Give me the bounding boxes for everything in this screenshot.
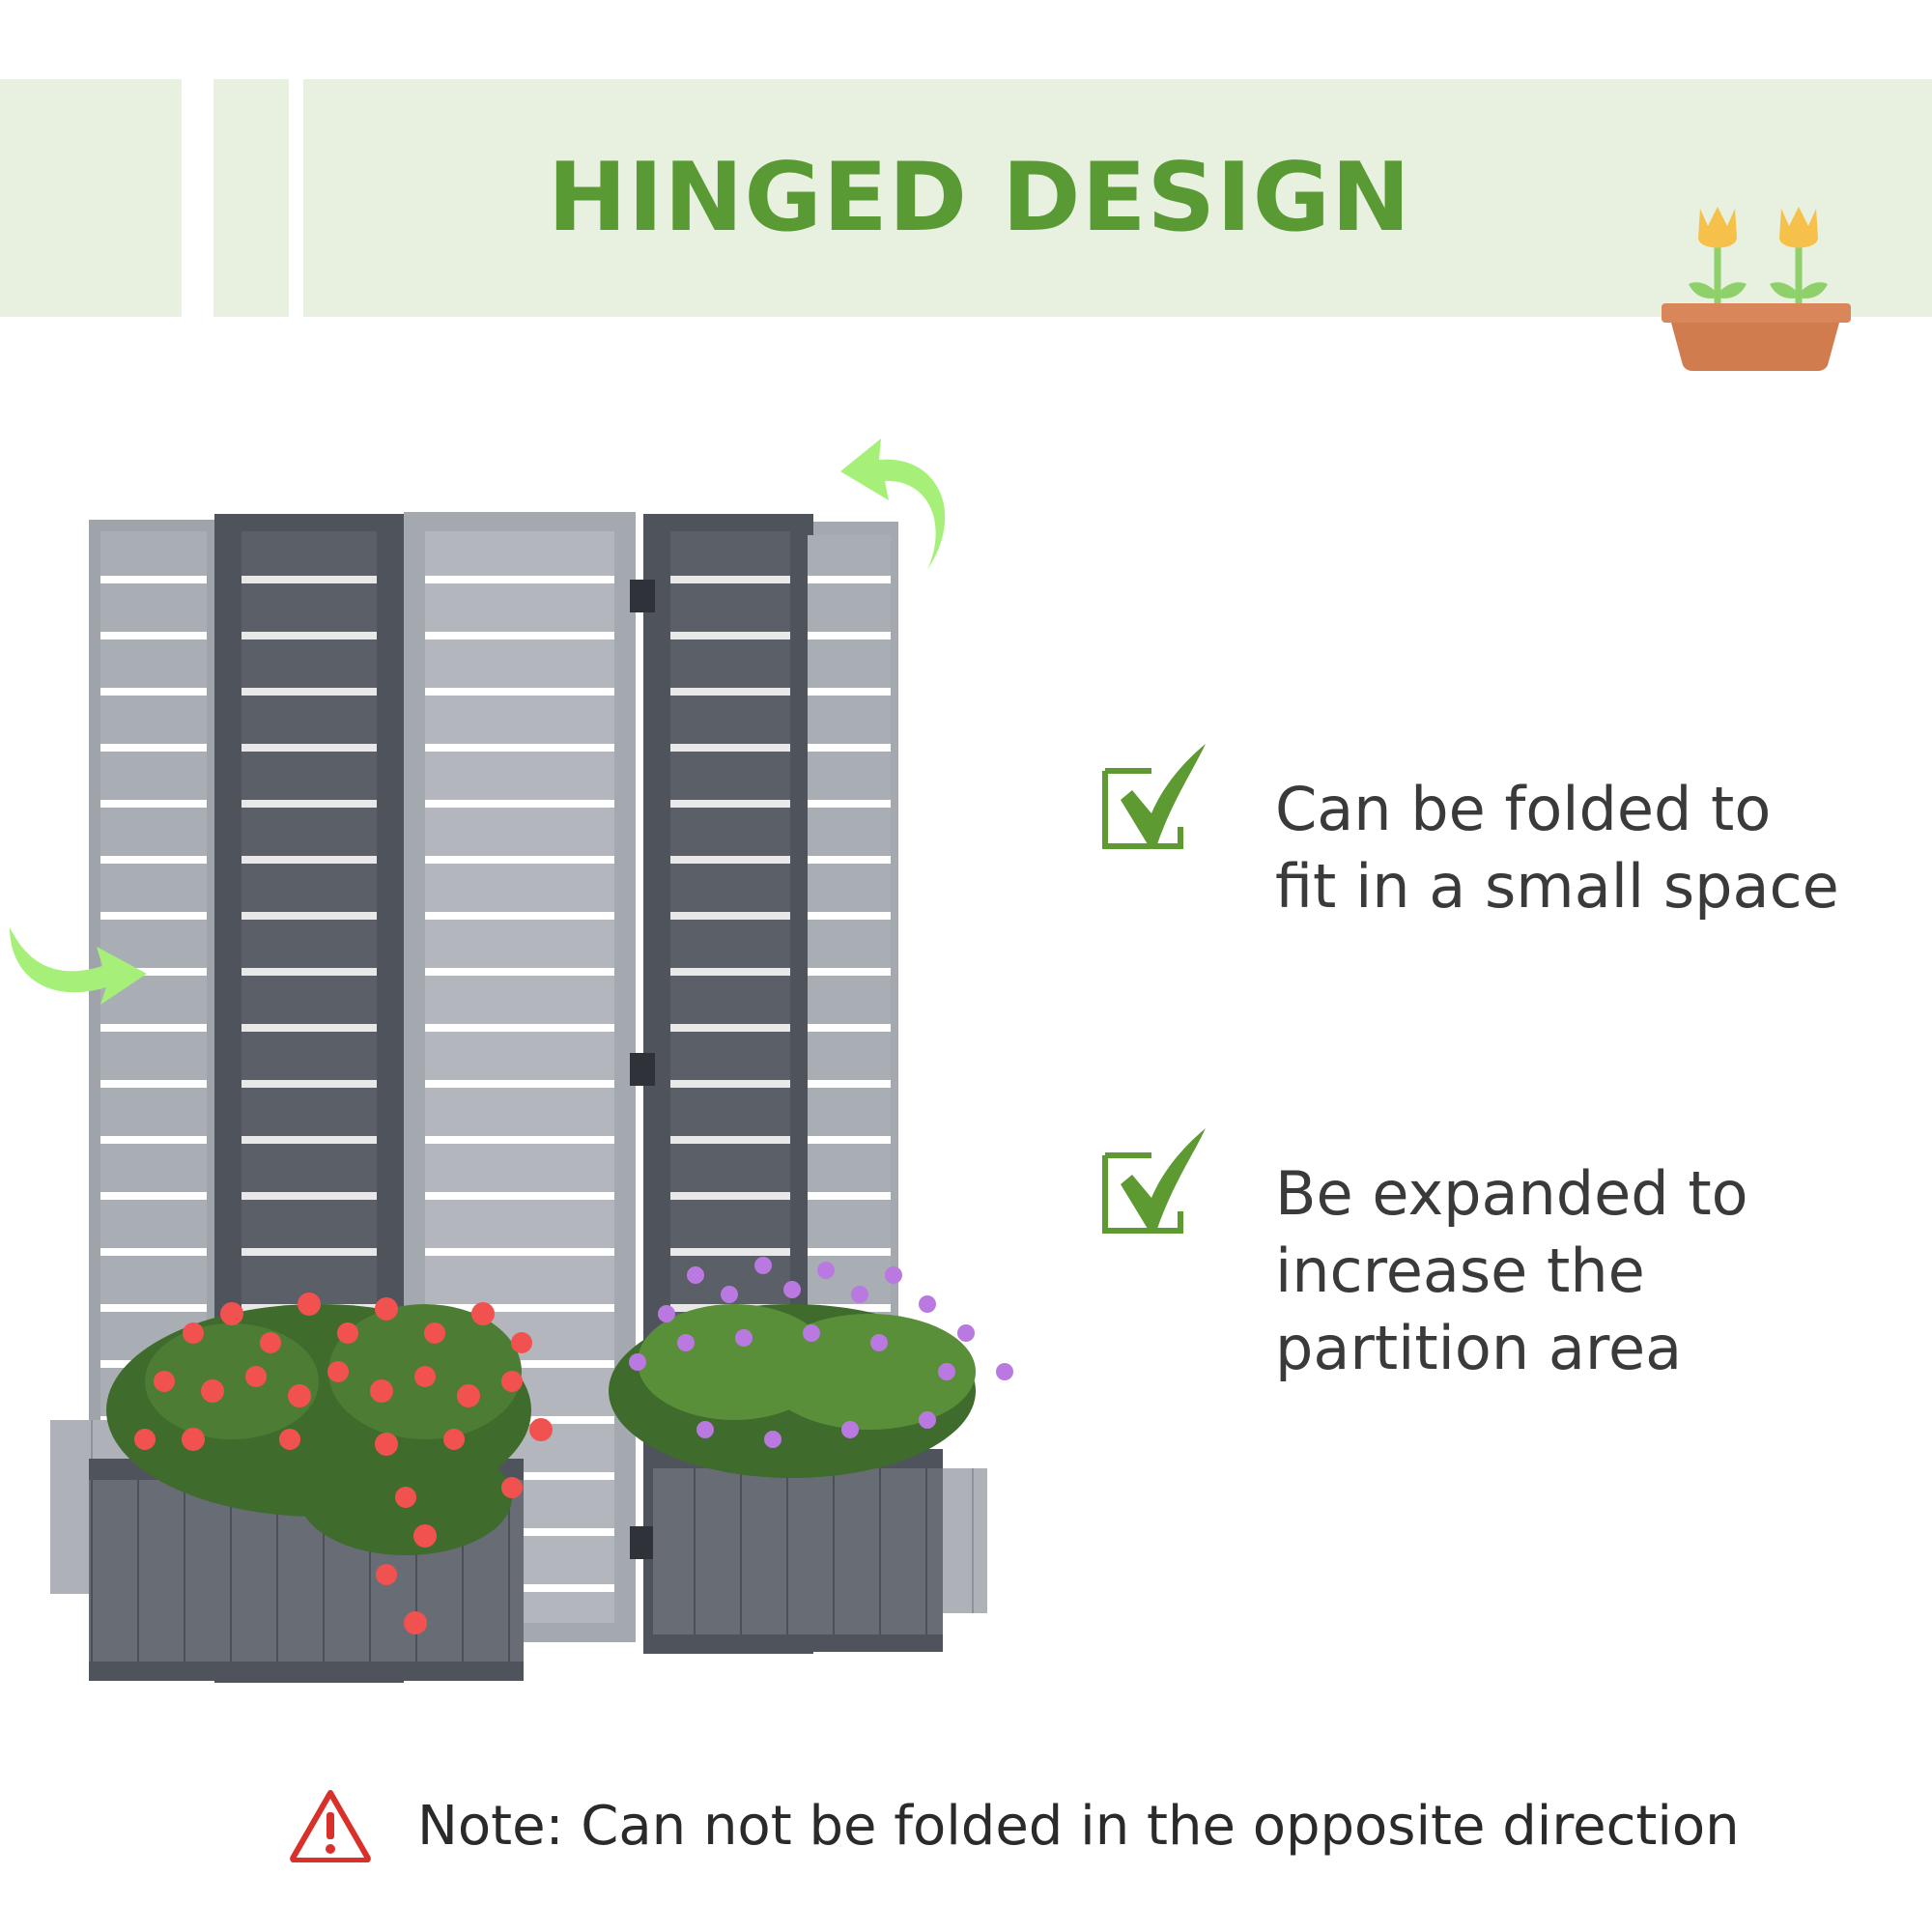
checkmark-icon [1102, 744, 1206, 849]
red-flowers [106, 1293, 553, 1634]
fold-direction-arrow-icon [10, 927, 147, 1005]
warning-icon [290, 1790, 371, 1862]
purple-flowers [609, 1257, 1013, 1478]
page-title: HINGED DESIGN [547, 143, 1412, 253]
note-text: Note: Can not be folded in the opposite … [417, 1795, 1740, 1858]
flower-pot-icon [1662, 207, 1851, 371]
feature-line: partition area [1275, 1313, 1683, 1383]
header-banner: HINGED DESIGN [0, 79, 1932, 371]
banner-segment [213, 79, 289, 317]
feature-description: Can be folded to fit in a small space [1275, 771, 1913, 925]
checkmark-icon [1102, 1128, 1206, 1234]
feature-description: Be expanded to increase the partition ar… [1275, 1155, 1913, 1387]
banner-segment [0, 79, 182, 317]
banner-segment [303, 79, 1932, 317]
feature-line: Be expanded to [1275, 1158, 1748, 1229]
feature-line: fit in a small space [1275, 851, 1839, 922]
feature-line: Can be folded to [1275, 774, 1772, 844]
fold-direction-arrow-icon [840, 439, 946, 570]
warning-note: Note: Can not be folded in the opposite … [290, 1785, 1797, 1882]
feature-line: increase the [1275, 1236, 1645, 1306]
room-divider-planter-illustration [50, 512, 1013, 1683]
